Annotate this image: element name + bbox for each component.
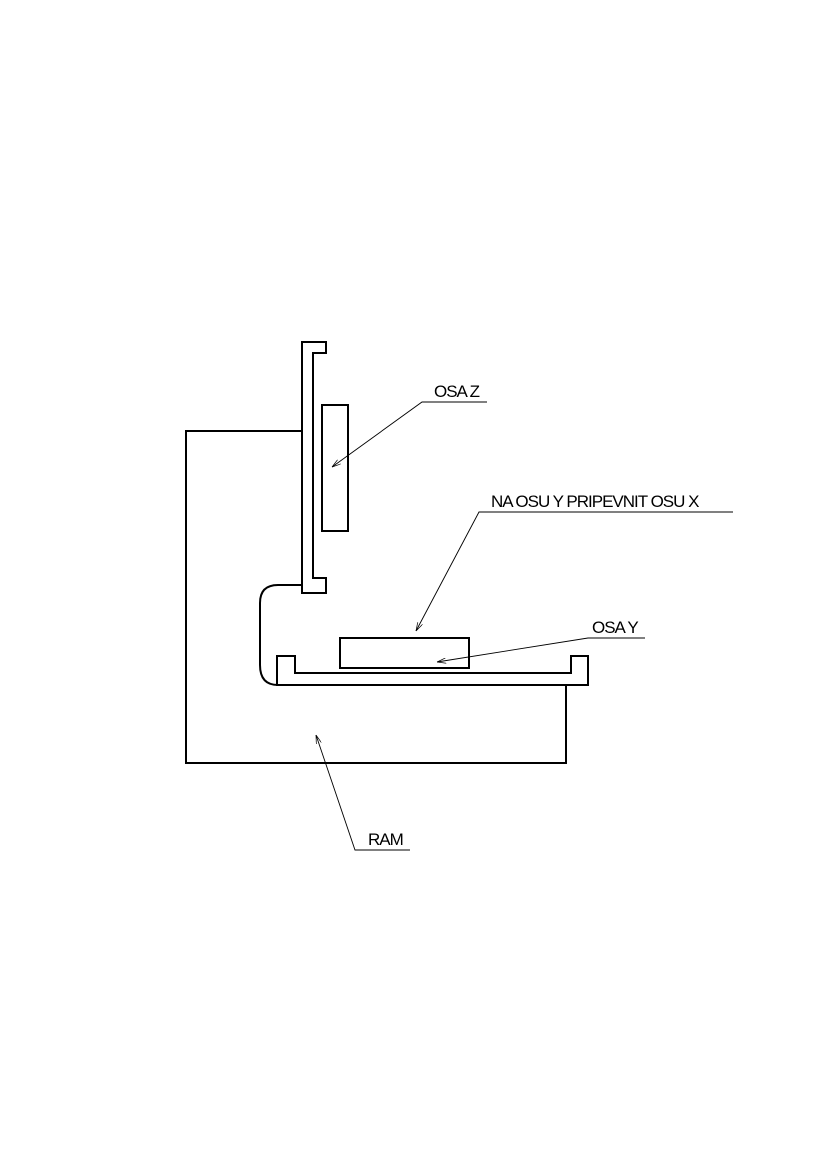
frame-ram bbox=[185, 430, 567, 764]
label-osa-y: OSA Y bbox=[592, 618, 638, 637]
label-ram: RAM bbox=[368, 830, 403, 849]
label-osa-z: OSA Z bbox=[434, 382, 480, 401]
z-axis-bracket bbox=[301, 341, 327, 594]
osa-y-block bbox=[339, 637, 470, 669]
osa-z-block bbox=[321, 404, 349, 532]
leader-osa-y bbox=[437, 637, 645, 662]
label-na-osu: NA OSU Y PRIPEVNIT OSU X bbox=[491, 492, 699, 511]
leader-ram bbox=[315, 735, 410, 851]
y-axis-bracket bbox=[276, 655, 589, 686]
cable-chain bbox=[259, 584, 302, 686]
leader-na-osu bbox=[416, 511, 733, 631]
leader-osa-z bbox=[332, 401, 487, 467]
